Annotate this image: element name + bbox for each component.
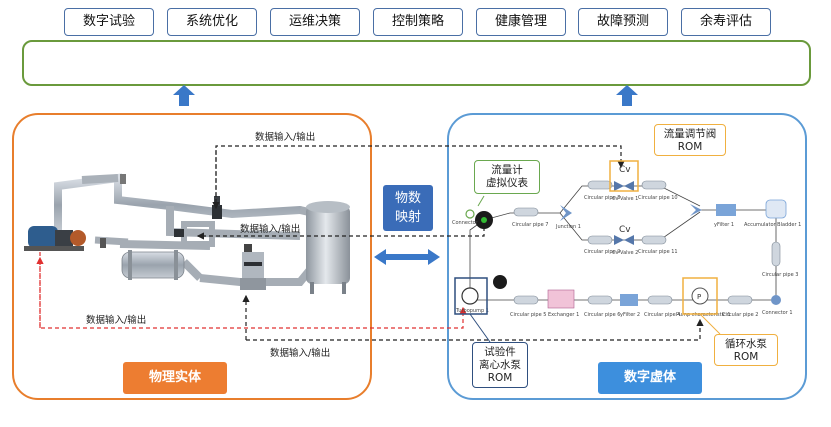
flowmeter-callout: 流量计 虚拟仪表 — [474, 160, 540, 194]
valve-highlight-box — [609, 160, 639, 192]
app-fault-prediction-button[interactable]: 故障预测 — [578, 8, 668, 36]
label-junction-1: Junction 1 — [555, 224, 581, 230]
pump-circ-callout-line-2: ROM — [733, 351, 759, 363]
label-accumulator-bladder-1: Accumulator Bladder 1 — [744, 222, 801, 228]
label-circular-pipe-10: Circular pipe 10 — [638, 195, 678, 201]
valve-callout-line-2: ROM — [677, 141, 703, 153]
data-link-lines — [36, 145, 704, 341]
label-circular-pipe-5: Circular pipe 5 — [510, 312, 546, 318]
digital-virtual-label: 数字虚体 — [598, 362, 702, 394]
app-maintenance-decision-button[interactable]: 运维决策 — [270, 8, 360, 36]
label-circular-pipe-2: Circular pipe 2 — [722, 312, 758, 318]
label-exchanger-1: Exchanger 1 — [548, 312, 579, 318]
pump-callout-pointer — [699, 313, 721, 335]
component-labels: Circular pipe 7 Junction 1 Circular pipe… — [452, 165, 801, 318]
label-connector-1: Connector 1 — [762, 310, 793, 316]
turbopump-callout-pointer — [469, 313, 491, 343]
io-label-lower: 数据输入/输出 — [86, 315, 147, 326]
flowmeter-callout-pointer — [477, 195, 485, 207]
physical-entity-label: 物理实体 — [123, 362, 227, 394]
mapping-line-2: 映射 — [394, 210, 421, 225]
flowmeter-callout-line-1: 流量计 — [491, 164, 523, 176]
label-cv-valve-2: Cv Valve 2 — [612, 250, 638, 256]
io-label-mid: 数据输入/输出 — [240, 224, 301, 235]
label-connector-left: Connector — [452, 220, 479, 226]
pump-circ-callout-line-1: 循环水泵 — [725, 338, 767, 350]
cv-symbol-2: Cv — [619, 225, 631, 235]
label-circular-pipe-8: Circular pipe 8 — [584, 195, 620, 201]
app-control-strategy-button[interactable]: 控制策略 — [373, 8, 463, 36]
physical-pipeline — [24, 173, 350, 294]
label-turbopump-1: Turbopump 1 — [455, 308, 489, 314]
pump-test-callout-line-3: ROM — [487, 372, 513, 384]
digital-components — [461, 180, 787, 309]
app-system-optimization-button[interactable]: 系统优化 — [167, 8, 257, 36]
app-digital-test-button[interactable]: 数字试验 — [64, 8, 154, 36]
label-yfilter-2: yFilter 2 — [620, 312, 640, 318]
digital-virtual-panel — [447, 113, 807, 400]
pump-test-callout-line-1: 试验件 — [484, 346, 516, 358]
label-circular-pipe-9: Circular pipe 9 — [584, 249, 620, 255]
pump-symbol: P — [697, 293, 701, 301]
label-yfilter-1: yFilter 1 — [714, 222, 734, 228]
cv-symbol-1: Cv — [619, 165, 631, 175]
valve-callout-line-1: 流量调节阀 — [663, 128, 717, 140]
mapping-label: 物数 映射 — [383, 185, 433, 231]
label-circular-pipe-4: Circular pipe 4 — [644, 312, 680, 318]
label-circular-pipe-11: Circular pipe 11 — [638, 249, 678, 255]
pump-test-callout-line-2: 离心水泵 — [479, 359, 521, 371]
flowmeter-callout-line-2: 虚拟仪表 — [486, 177, 528, 189]
pump-test-callout: 试验件 离心水泵 ROM — [472, 342, 528, 388]
mapping-double-arrow — [374, 249, 440, 265]
app-remaining-life-button[interactable]: 余寿评估 — [681, 8, 771, 36]
io-label-bottom: 数据输入/输出 — [270, 348, 331, 359]
io-label-top: 数据输入/输出 — [255, 132, 316, 143]
label-cv-valve-1: Cv Valve 1 — [612, 196, 638, 202]
physical-entity-panel — [12, 113, 372, 400]
application-panel — [22, 40, 811, 86]
mapping-line-1: 物数 — [394, 191, 421, 206]
digital-schematic — [469, 185, 777, 301]
arrow-up-right — [616, 85, 638, 106]
pump-circ-callout: 循环水泵 ROM — [714, 334, 778, 366]
label-circular-pipe-6: Circular pipe 6 — [584, 312, 620, 318]
turbopump-highlight-box — [454, 277, 488, 315]
app-health-management-button[interactable]: 健康管理 — [476, 8, 566, 36]
label-circular-pipe-7: Circular pipe 7 — [512, 222, 548, 228]
arrow-up-left — [173, 85, 195, 106]
valve-callout: 流量调节阀 ROM — [654, 124, 726, 156]
label-circular-pipe-3: Circular pipe 3 — [762, 272, 798, 278]
label-pump-characteristic-1: Pump characteristic 1 — [676, 312, 731, 318]
